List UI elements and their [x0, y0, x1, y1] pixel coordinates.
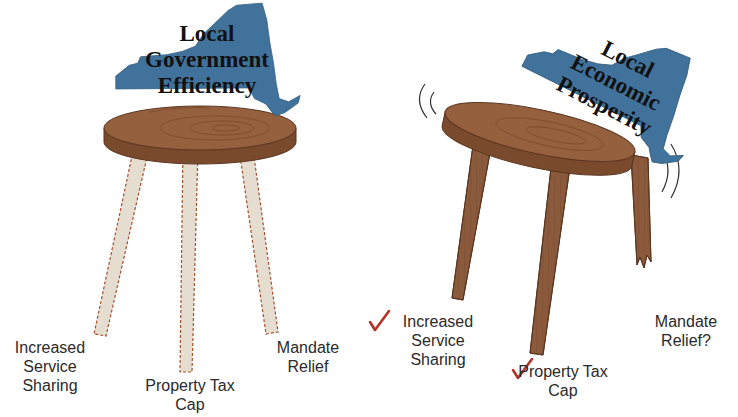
- leg-label: Increased Service Sharing: [2, 338, 98, 395]
- left-seat: [104, 106, 296, 164]
- check-marks: [370, 311, 532, 378]
- leg-label: Mandate Relief?: [638, 312, 734, 350]
- leg-label: Property Tax Cap: [518, 362, 608, 400]
- leg-label: Increased Service Sharing: [390, 312, 486, 369]
- leg-label: Property Tax Cap: [145, 376, 235, 414]
- leg-label: Mandate Relief: [263, 338, 353, 376]
- state-map-node: Local Government Efficiency: [112, 1, 302, 119]
- map-title: Local Government Efficiency: [132, 21, 282, 99]
- pale-legs: [94, 142, 278, 372]
